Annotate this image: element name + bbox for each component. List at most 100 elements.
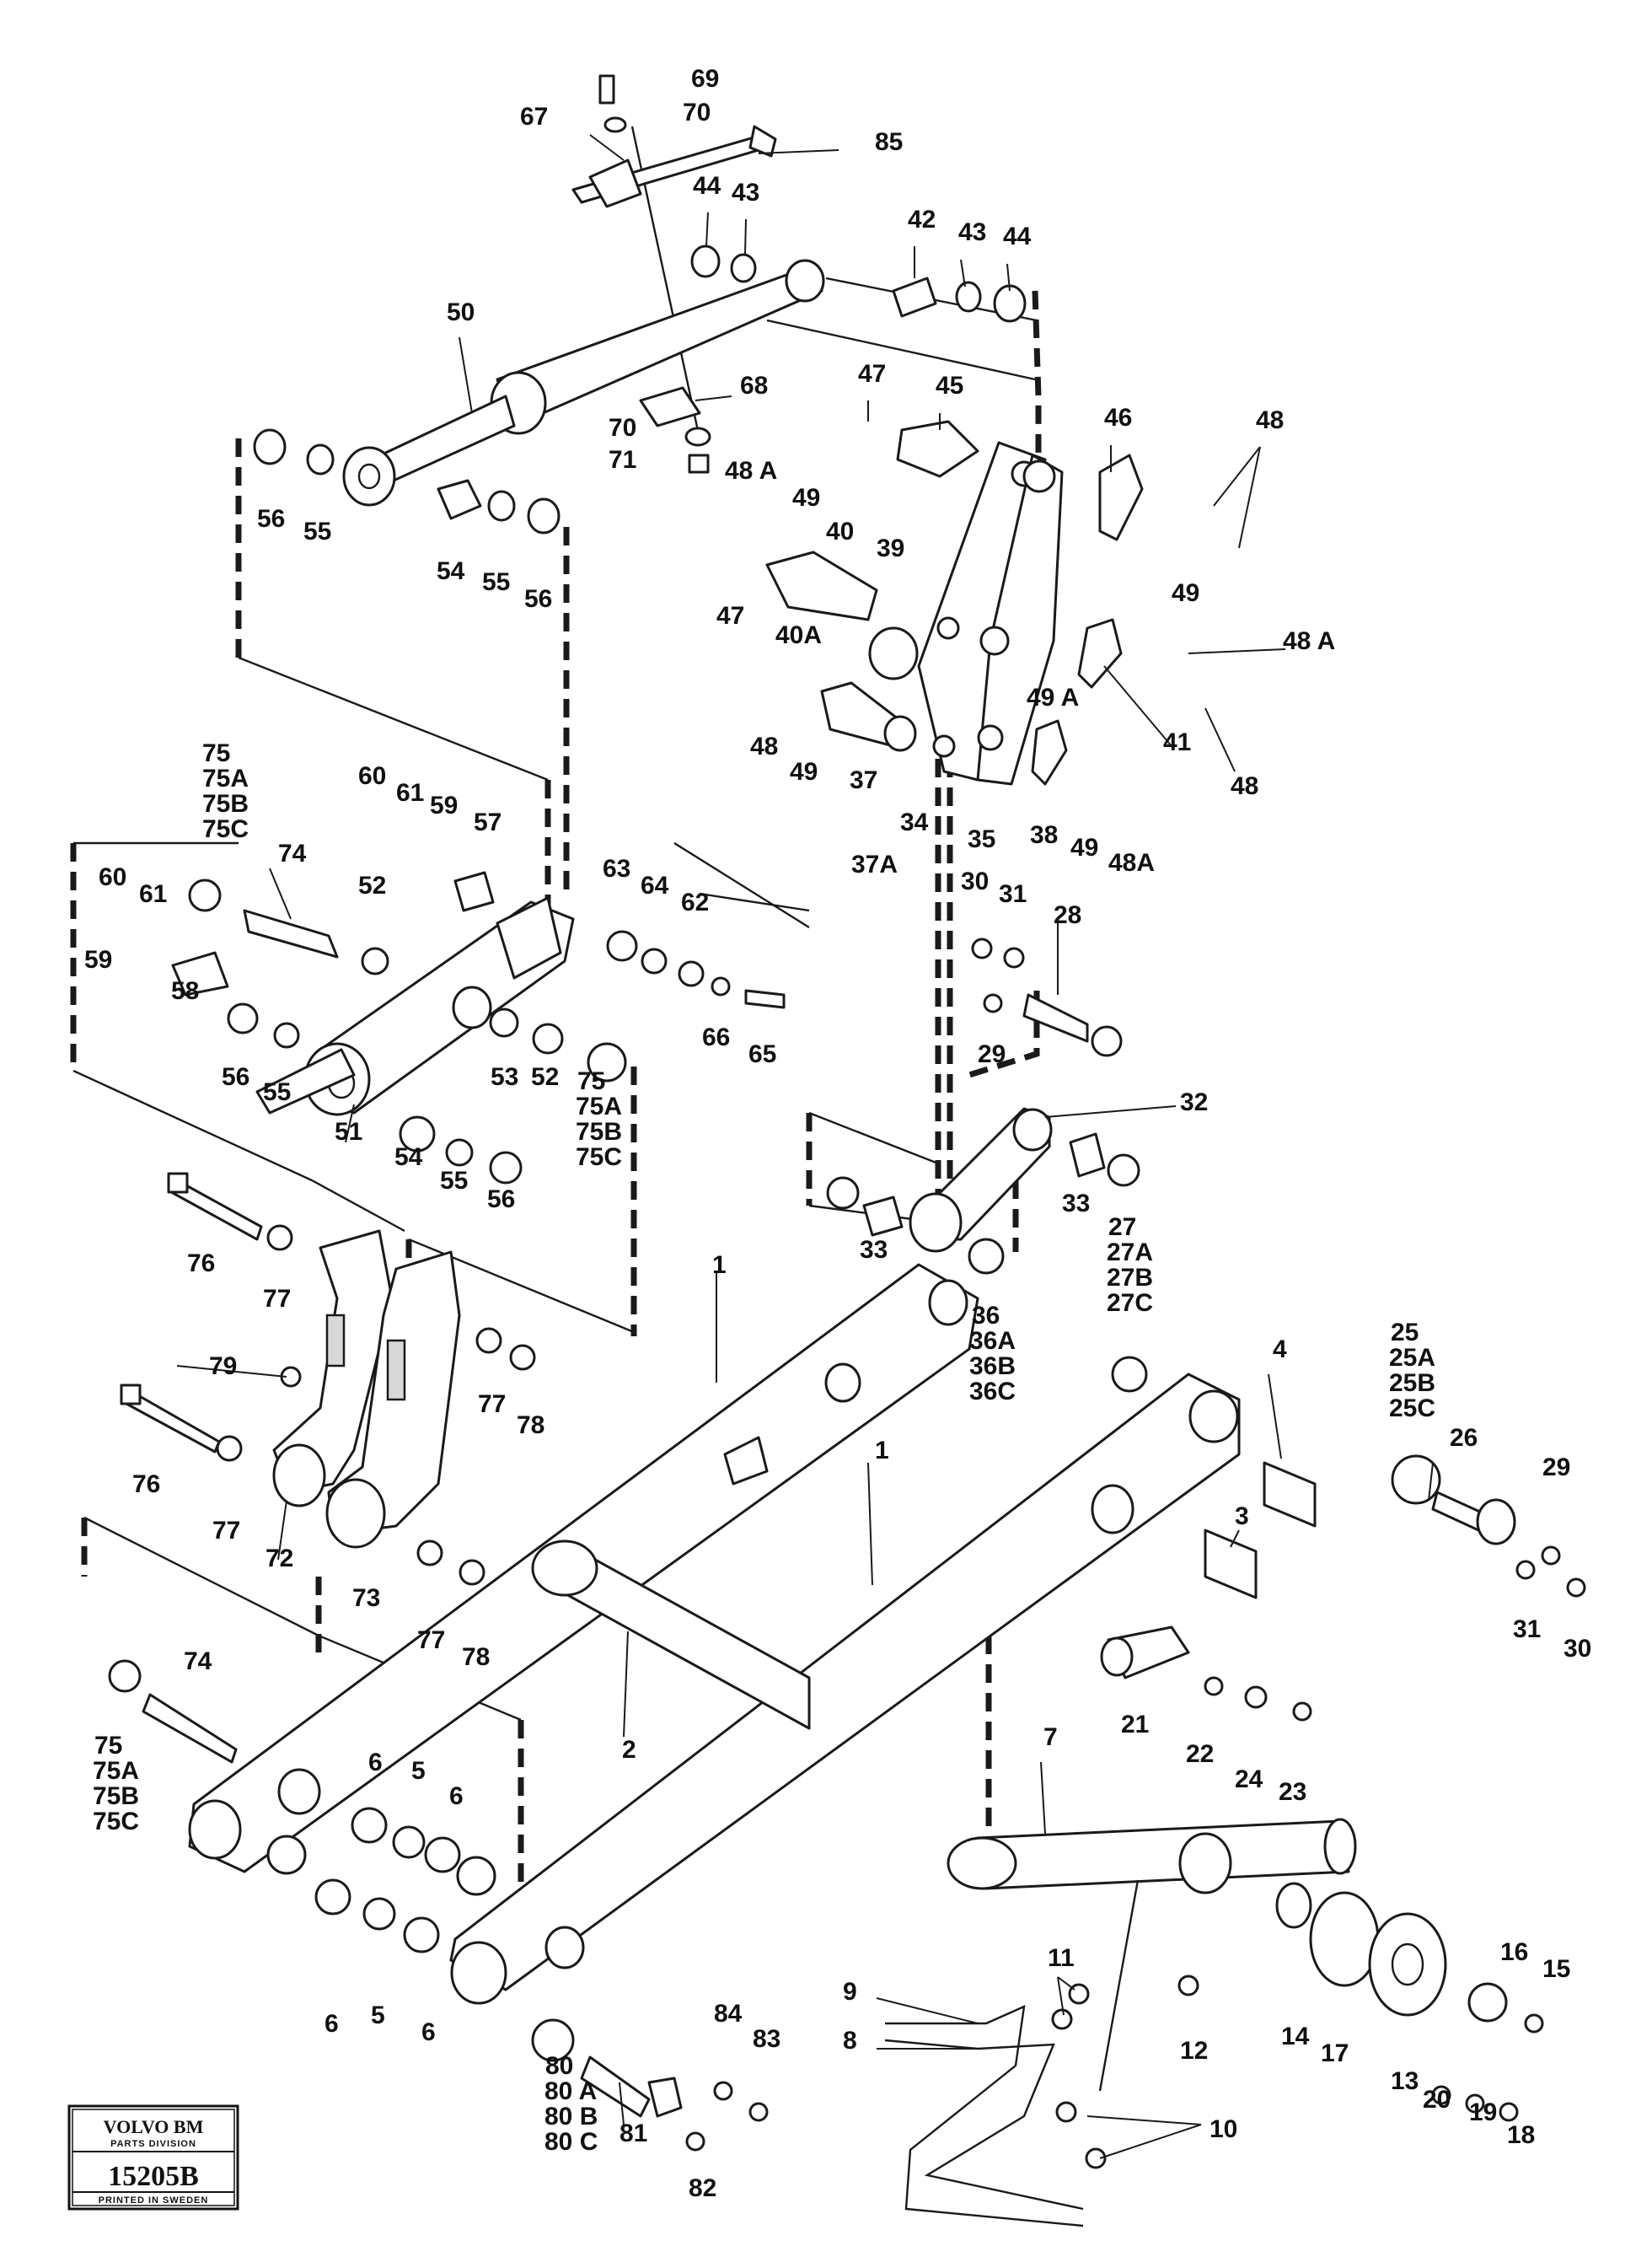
callout-c55d: 55 xyxy=(440,1167,468,1195)
callout-c36B: 36B xyxy=(969,1352,1016,1380)
callout-c5b: 5 xyxy=(371,2002,385,2029)
hub-flange xyxy=(1275,1882,1544,2122)
callout-c32: 32 xyxy=(1180,1088,1208,1116)
lube-lines xyxy=(884,1975,1199,2227)
callout-c80B: 80 B xyxy=(544,2103,598,2130)
callout-c37: 37 xyxy=(850,766,877,794)
callout-c22: 22 xyxy=(1186,1740,1214,1768)
callout-c11: 11 xyxy=(1048,1944,1075,1972)
callout-c55c: 55 xyxy=(263,1078,291,1106)
callout-c40A: 40A xyxy=(775,621,822,649)
callout-c78a: 78 xyxy=(517,1411,544,1439)
callout-c40: 40 xyxy=(826,518,854,545)
stamp-number: 15205B xyxy=(108,2161,199,2192)
callout-c30a: 30 xyxy=(961,868,989,895)
callout-c75Ba: 75B xyxy=(202,790,249,818)
callout-c66: 66 xyxy=(702,1024,730,1051)
callout-c73: 73 xyxy=(352,1584,380,1612)
plates xyxy=(1031,454,1144,786)
callout-c74b: 74 xyxy=(184,1647,212,1675)
callout-c47b: 47 xyxy=(716,602,744,630)
callout-c68: 68 xyxy=(740,372,768,400)
callout-c26: 26 xyxy=(1450,1424,1478,1452)
callout-c61b: 61 xyxy=(139,880,167,908)
right-pivot-parts xyxy=(1111,1356,1586,1599)
callout-c8: 8 xyxy=(843,2027,857,2055)
callout-c78b: 78 xyxy=(462,1643,490,1671)
dashed-guides xyxy=(70,290,1042,1889)
callout-c48b: 48 xyxy=(750,733,778,760)
bolts-76 xyxy=(120,1172,536,1586)
callout-c33b: 33 xyxy=(860,1236,888,1264)
callout-c84: 84 xyxy=(714,2000,743,2028)
callout-c72: 72 xyxy=(266,1545,293,1572)
callout-c16: 16 xyxy=(1500,1938,1528,1966)
callout-c49d: 49 xyxy=(1070,834,1098,862)
callout-c36A: 36A xyxy=(969,1327,1016,1355)
callout-c80A: 80 A xyxy=(544,2077,597,2105)
callout-c27B: 27B xyxy=(1107,1264,1153,1292)
mid-left-link xyxy=(255,896,575,1116)
callout-c13: 13 xyxy=(1391,2067,1419,2095)
callout-c77c: 77 xyxy=(212,1517,240,1545)
callout-c71: 71 xyxy=(609,446,636,474)
callout-c75c: 75 xyxy=(94,1732,122,1760)
callout-c36: 36 xyxy=(972,1302,1000,1330)
callout-c57: 57 xyxy=(474,809,502,836)
callout-c56a: 56 xyxy=(257,505,285,533)
callout-c75Cb: 75C xyxy=(576,1143,622,1171)
callout-c54a: 54 xyxy=(437,557,465,585)
assembly-lines xyxy=(72,126,1038,1722)
callout-c65: 65 xyxy=(748,1040,776,1068)
callout-c24: 24 xyxy=(1235,1765,1263,1793)
callout-c52a: 52 xyxy=(358,872,386,900)
callout-c77b: 77 xyxy=(478,1390,506,1418)
callout-c15: 15 xyxy=(1542,1955,1570,1983)
callout-c67: 67 xyxy=(520,103,548,131)
callout-c75Bc: 75B xyxy=(93,1782,139,1810)
callout-c70a: 70 xyxy=(683,99,711,126)
callout-c48Ac: 48A xyxy=(1108,849,1155,877)
callout-c70b: 70 xyxy=(609,414,636,442)
callout-c21: 21 xyxy=(1121,1711,1149,1738)
callout-c38: 38 xyxy=(1030,821,1058,849)
volvo-bm-stamp: VOLVO BM PARTS DIVISION 15205B PRINTED I… xyxy=(67,2104,239,2211)
callout-c74a: 74 xyxy=(278,840,307,868)
callout-c59a: 59 xyxy=(430,792,458,819)
callout-c44a: 44 xyxy=(693,172,721,200)
callout-c85: 85 xyxy=(875,128,903,156)
callout-c60b: 60 xyxy=(99,863,126,891)
callout-c55b: 55 xyxy=(482,568,510,596)
callout-c19: 19 xyxy=(1469,2098,1497,2126)
pin-28 xyxy=(971,938,1123,1057)
callout-c3: 3 xyxy=(1235,1502,1249,1530)
callout-c80: 80 xyxy=(545,2052,573,2080)
lower-left-pin xyxy=(108,1659,238,1764)
callout-c17: 17 xyxy=(1321,2039,1349,2067)
stamp-division: PARTS DIVISION xyxy=(110,2139,196,2149)
callout-c34: 34 xyxy=(900,809,929,836)
callout-c5a: 5 xyxy=(411,1757,426,1785)
callout-c55a: 55 xyxy=(303,518,331,545)
callout-c75Ab: 75A xyxy=(576,1093,622,1120)
callout-c54b: 54 xyxy=(394,1143,423,1171)
callout-c25C: 25C xyxy=(1389,1394,1435,1422)
callout-c64: 64 xyxy=(641,872,669,900)
callout-c45: 45 xyxy=(936,372,963,400)
callout-c76b: 76 xyxy=(132,1470,160,1498)
callout-c29b: 29 xyxy=(1542,1453,1570,1481)
callout-c53: 53 xyxy=(491,1063,518,1091)
callout-c1a: 1 xyxy=(712,1251,727,1279)
stamp-printed: PRINTED IN SWEDEN xyxy=(99,2195,209,2206)
callout-c25B: 25B xyxy=(1389,1369,1435,1397)
callout-c27C: 27C xyxy=(1107,1289,1153,1317)
callout-c39: 39 xyxy=(877,535,904,562)
callout-c61a: 61 xyxy=(396,779,424,807)
callout-c59b: 59 xyxy=(84,946,112,974)
callout-c48c: 48 xyxy=(1231,772,1258,800)
callout-c29a: 29 xyxy=(978,1040,1006,1068)
callout-c60a: 60 xyxy=(358,762,386,790)
mid-left-pins xyxy=(171,871,786,1185)
